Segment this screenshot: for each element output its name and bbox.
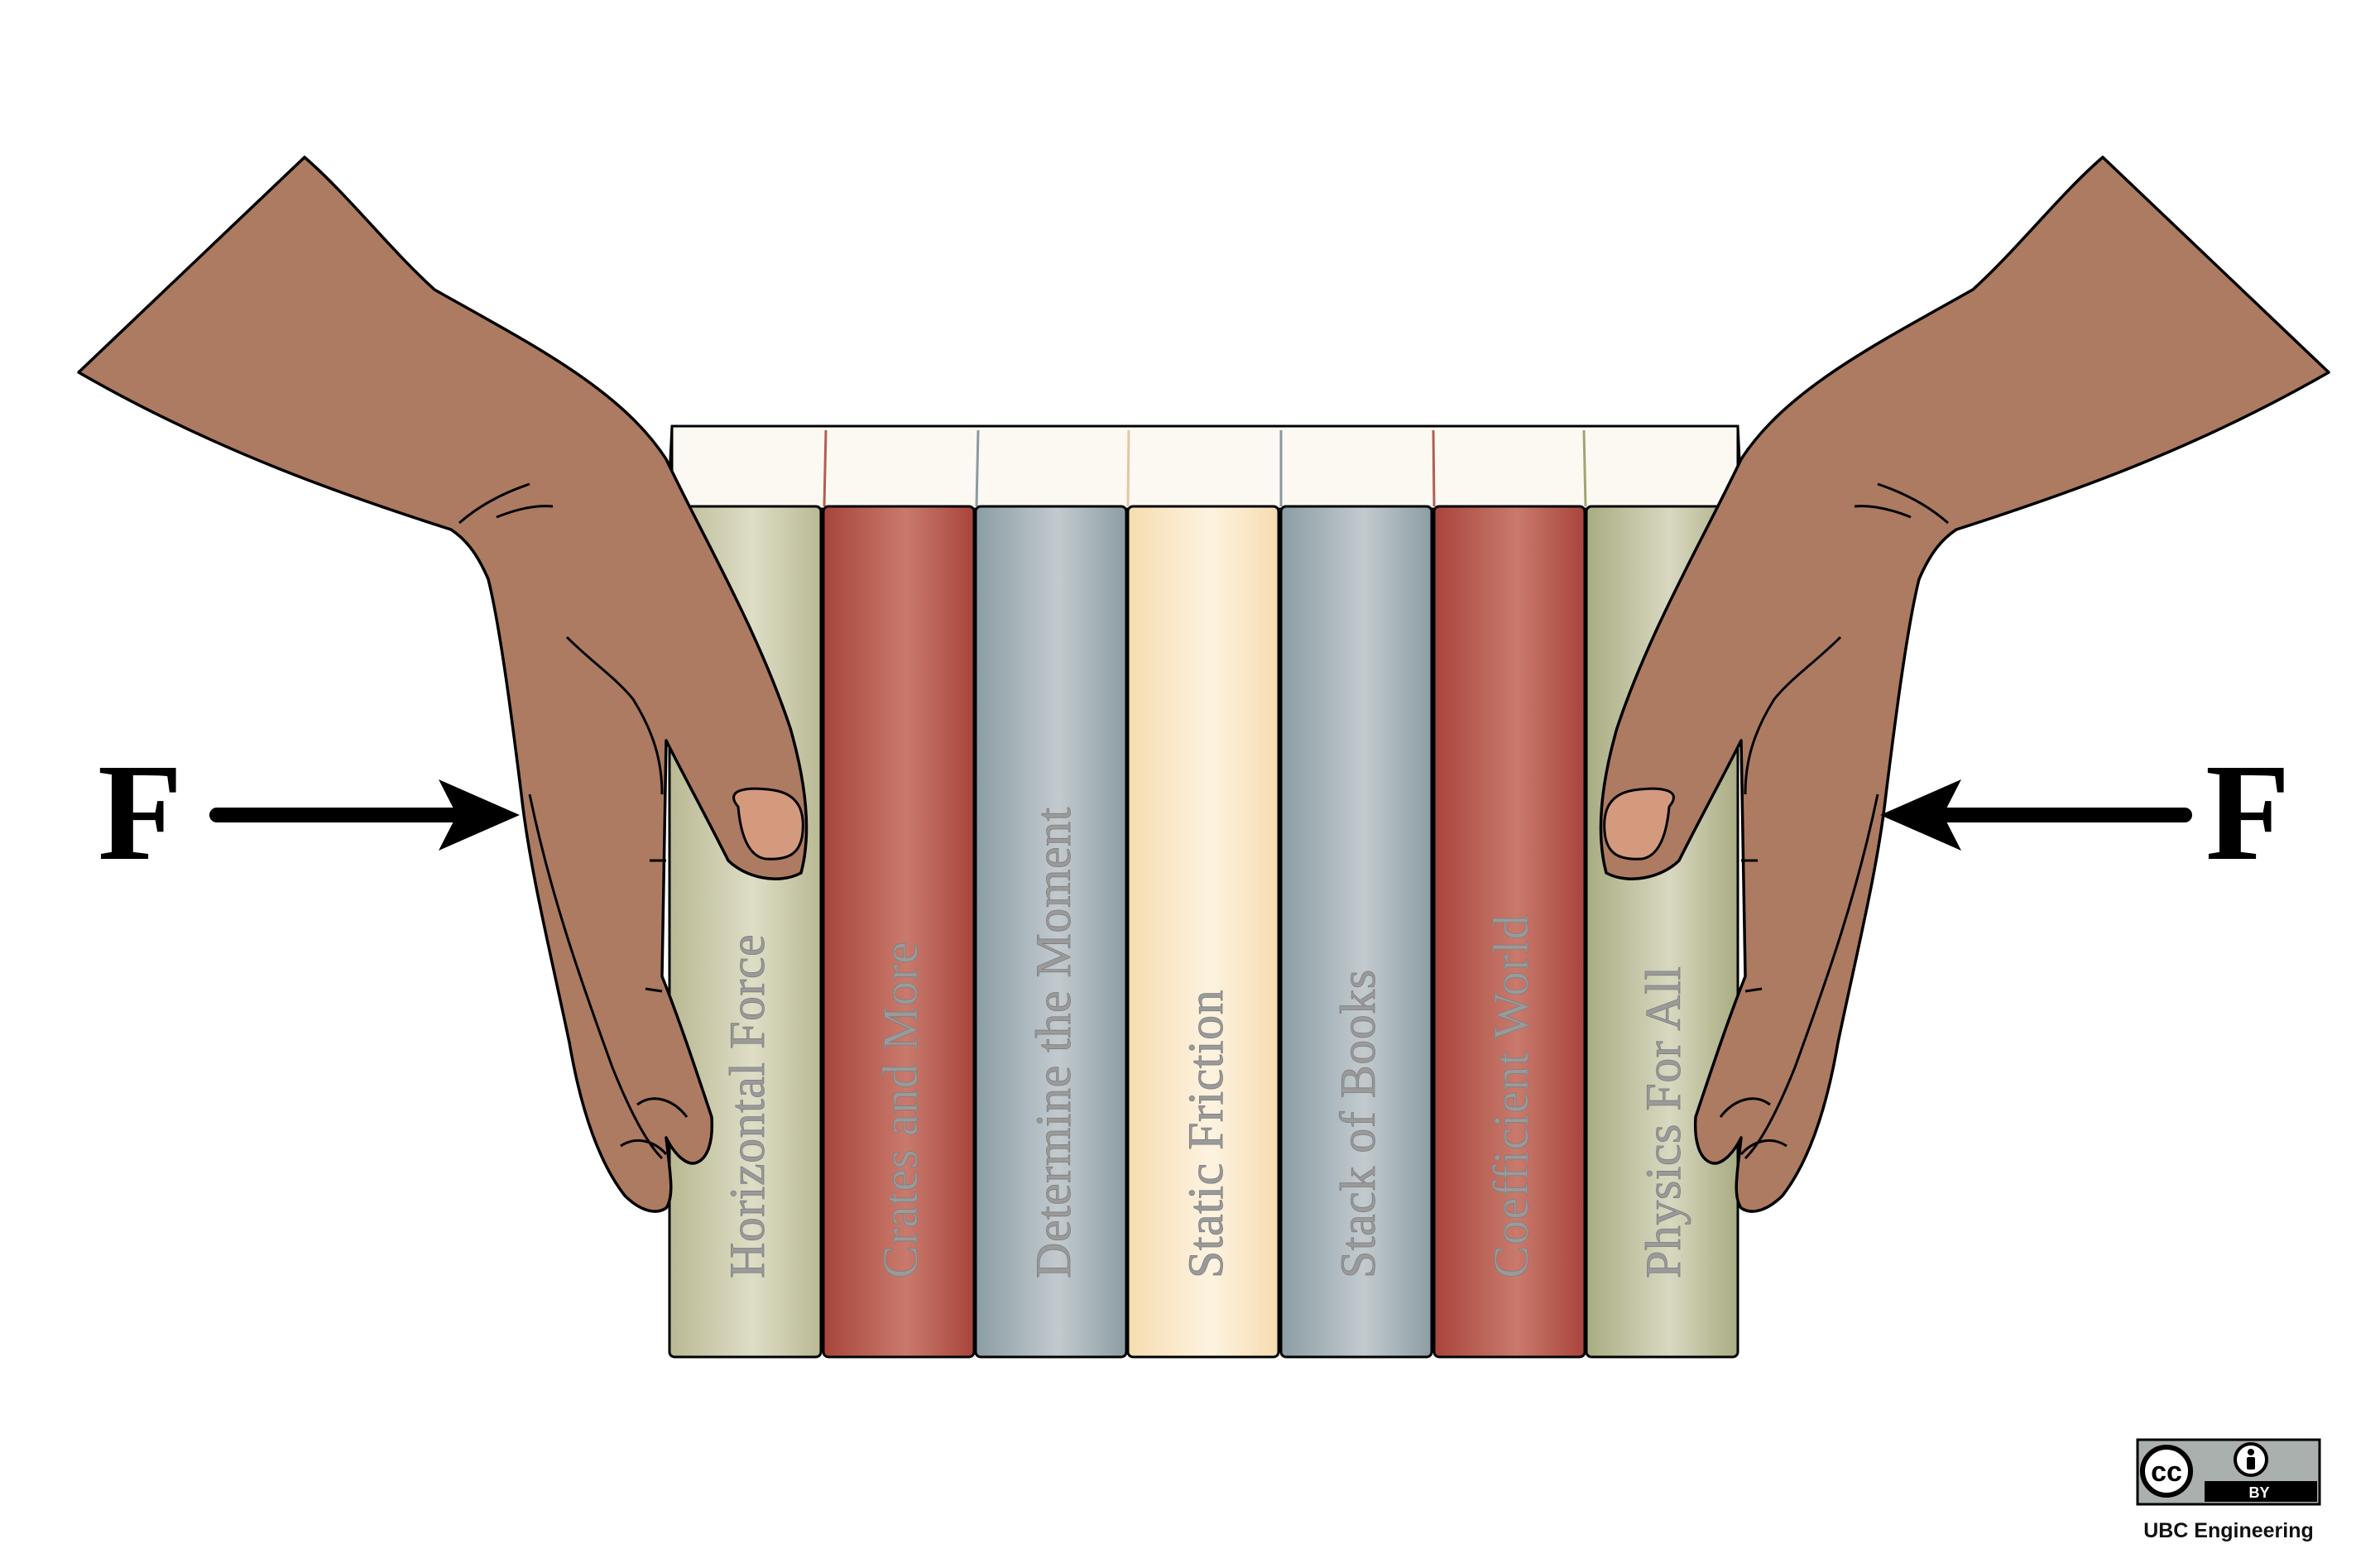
left-hand-shape: [77, 156, 809, 1213]
book-title-4: Static Friction: [1178, 990, 1233, 1278]
organization-credit: UBC Engineering: [2143, 1519, 2314, 1542]
cc-icon: [2140, 1445, 2193, 1498]
book-spine-6: Coefficient World: [1432, 505, 1586, 1359]
right-force-arrow: [1880, 779, 2192, 851]
by-label: BY: [2248, 1484, 2269, 1501]
book-top-pages: [666, 424, 1744, 511]
right-hand: [1599, 156, 2330, 1213]
left-force-label: F: [98, 736, 183, 889]
right-thumbnail: [1603, 787, 1675, 861]
book-title-1: Horizontal Force: [720, 934, 775, 1278]
book-title-7: Physics For All: [1636, 966, 1691, 1278]
book-spines: Horizontal Force Crates and More Determi…: [668, 505, 1739, 1359]
cc-by-license-badge: cc BY: [2136, 1438, 2321, 1506]
book-spine-3: Determine the Moment: [974, 505, 1128, 1359]
left-force-arrow: [209, 779, 520, 851]
right-force-label: F: [2205, 736, 2291, 889]
book-title-3: Determine the Moment: [1026, 807, 1081, 1278]
book-spine-4: Static Friction: [1126, 505, 1280, 1359]
book-title-6: Coefficient World: [1484, 914, 1538, 1278]
book-title-2: Crates and More: [873, 942, 928, 1278]
right-hand-shape: [1599, 156, 2330, 1213]
book-spine-5: Stack of Books: [1279, 505, 1433, 1359]
book-spine-2: Crates and More: [822, 505, 976, 1359]
left-hand: [77, 156, 809, 1213]
book-title-5: Stack of Books: [1331, 969, 1385, 1278]
left-thumbnail: [732, 787, 804, 861]
cc-symbol-text: cc: [2151, 1456, 2182, 1488]
